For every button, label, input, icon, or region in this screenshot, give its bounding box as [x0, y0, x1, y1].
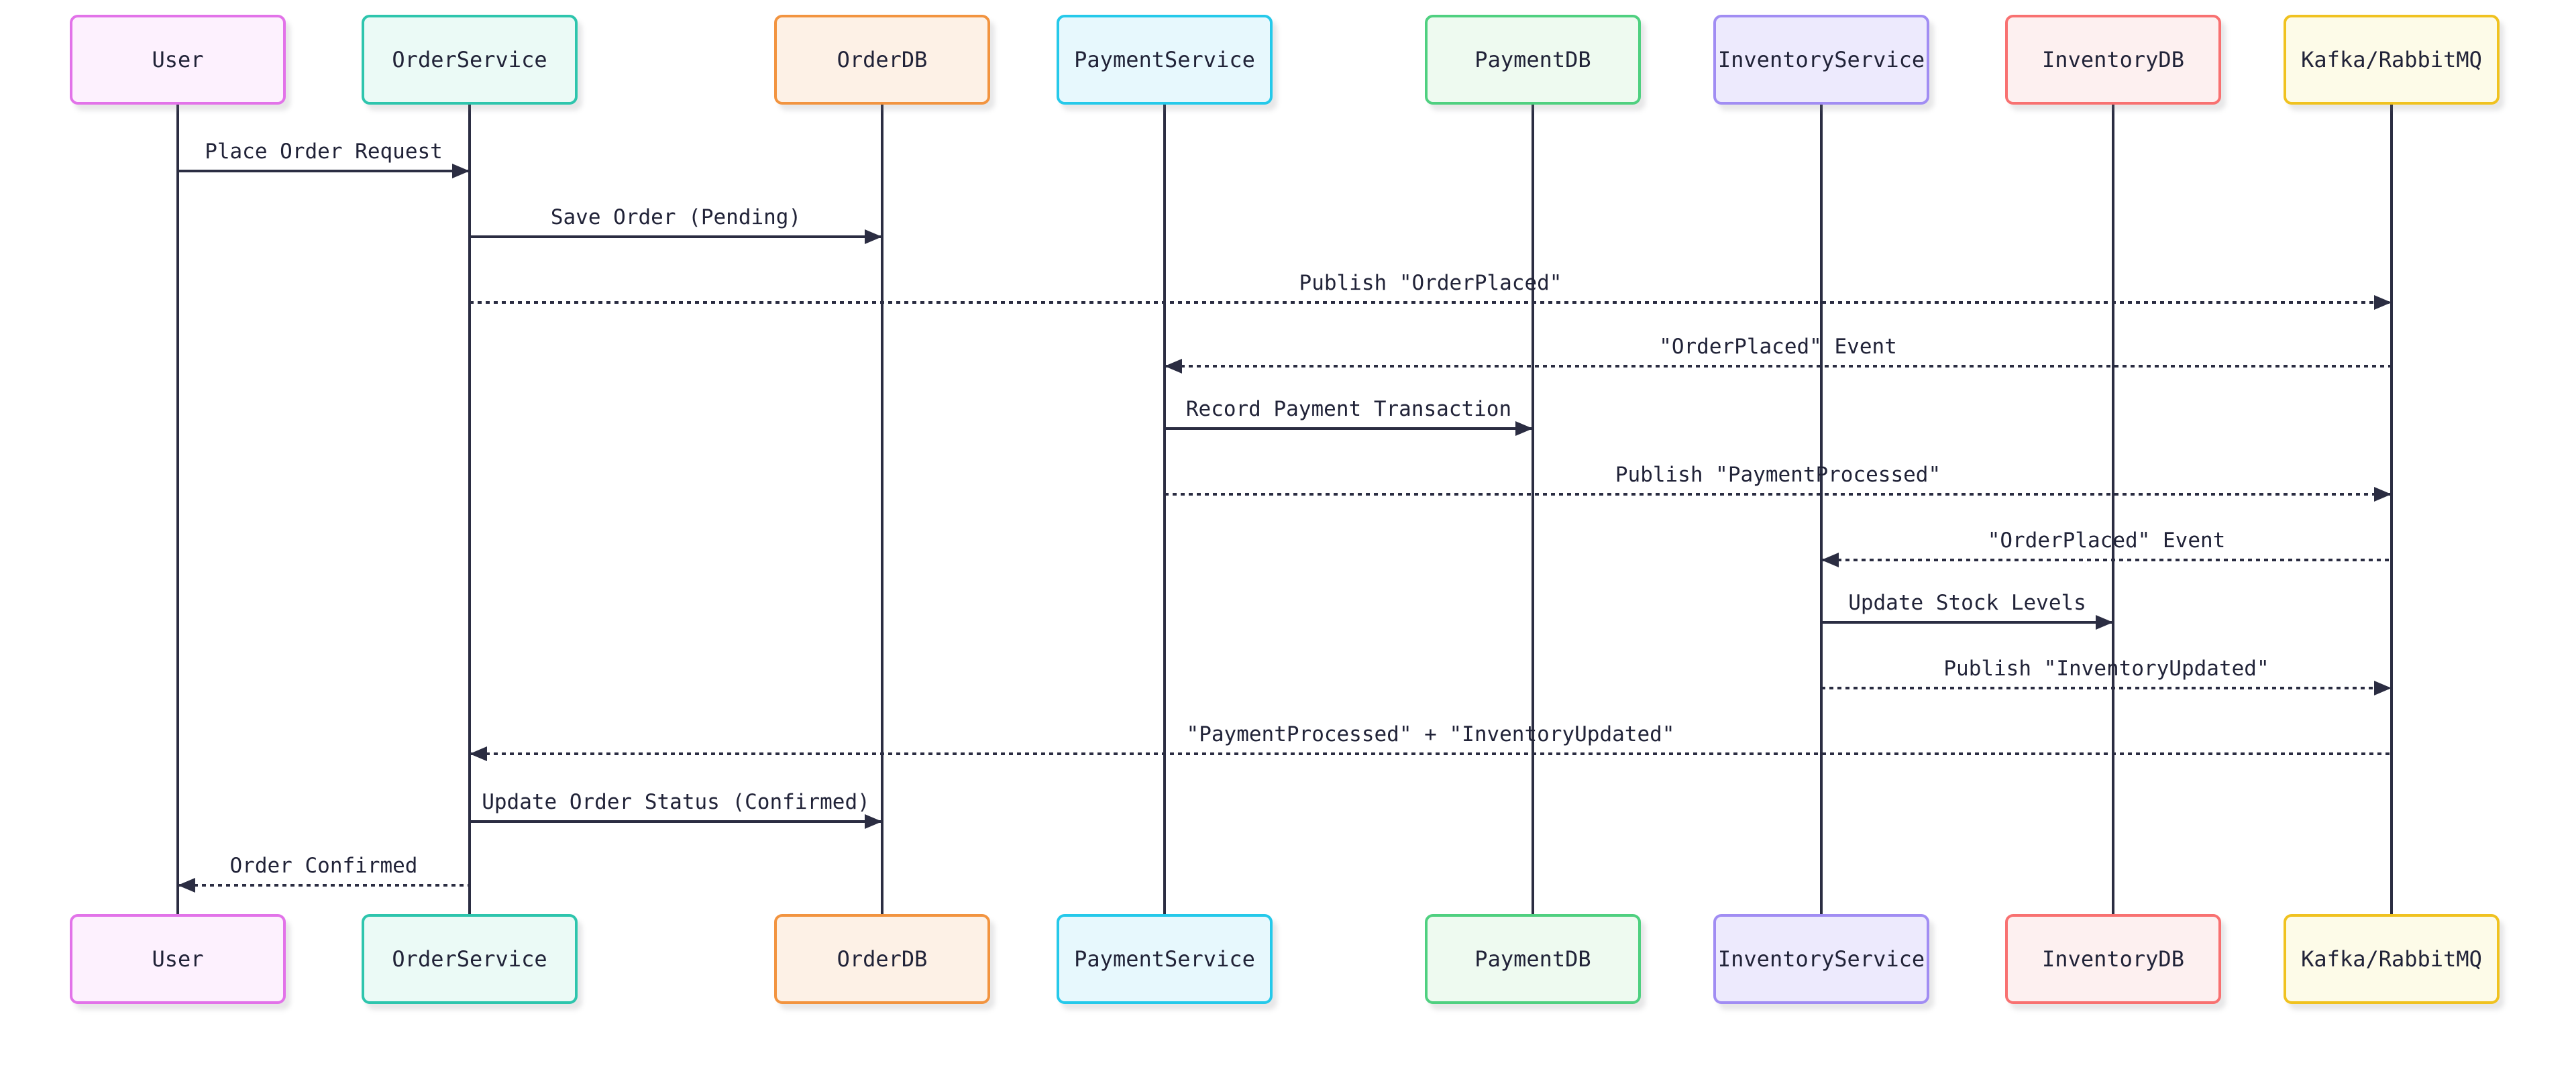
lifeline-user [176, 105, 179, 914]
lifeline-order-service [468, 105, 471, 914]
actor-label-inventory-db-top: InventoryDB [2042, 47, 2184, 72]
message-12-arrowhead-icon [178, 878, 195, 893]
actor-label-kafka-bottom: Kafka/RabbitMQ [2301, 946, 2482, 972]
message-3-line [470, 301, 2392, 304]
message-4-line [1165, 365, 2392, 368]
actor-box-user-top: User [70, 15, 286, 105]
message-7-label: "OrderPlaced" Event [1987, 528, 2226, 553]
actor-label-payment-db-top: PaymentDB [1474, 47, 1591, 72]
actor-box-inventory-service-top: InventoryService [1713, 15, 1929, 105]
message-4-label: "OrderPlaced" Event [1659, 335, 1897, 359]
message-9-line [1821, 687, 2392, 689]
actor-label-order-db-bottom: OrderDB [837, 946, 928, 972]
actor-label-user-bottom: User [152, 946, 204, 972]
actor-label-payment-db-bottom: PaymentDB [1474, 946, 1591, 972]
message-2-arrowhead-icon [865, 229, 882, 244]
actor-label-inventory-service-bottom: InventoryService [1717, 946, 1925, 972]
message-6-line [1165, 493, 2392, 496]
message-10-line [470, 752, 2392, 755]
message-8-arrowhead-icon [2096, 615, 2113, 630]
message-11-label: Update Order Status (Confirmed) [482, 790, 870, 814]
actor-box-inventory-db-top: InventoryDB [2005, 15, 2221, 105]
actor-label-payment-service-bottom: PaymentService [1074, 946, 1255, 972]
message-4-arrowhead-icon [1165, 359, 1182, 374]
actor-label-inventory-service-top: InventoryService [1717, 47, 1925, 72]
actor-box-inventory-service-bottom: InventoryService [1713, 914, 1929, 1004]
actor-box-order-service-bottom: OrderService [362, 914, 578, 1004]
actor-label-order-db-top: OrderDB [837, 47, 928, 72]
actor-box-payment-service-top: PaymentService [1057, 15, 1273, 105]
actor-label-order-service-top: OrderService [392, 47, 547, 72]
actor-box-order-service-top: OrderService [362, 15, 578, 105]
actor-box-kafka-top: Kafka/RabbitMQ [2284, 15, 2500, 105]
actor-box-order-db-top: OrderDB [774, 15, 990, 105]
actor-label-kafka-top: Kafka/RabbitMQ [2301, 47, 2482, 72]
lifeline-kafka [2390, 105, 2393, 914]
message-1-arrowhead-icon [452, 164, 470, 178]
message-6-label: Publish "PaymentProcessed" [1615, 463, 1941, 487]
message-8-line [1821, 621, 2113, 624]
message-7-arrowhead-icon [1821, 553, 1839, 567]
message-2-label: Save Order (Pending) [550, 205, 802, 229]
message-5-arrowhead-icon [1515, 421, 1533, 436]
message-6-arrowhead-icon [2374, 487, 2392, 502]
message-3-arrowhead-icon [2374, 295, 2392, 310]
actor-box-user-bottom: User [70, 914, 286, 1004]
message-3-label: Publish "OrderPlaced" [1299, 271, 1562, 295]
message-11-line [470, 820, 882, 823]
actor-box-inventory-db-bottom: InventoryDB [2005, 914, 2221, 1004]
message-1-label: Place Order Request [205, 139, 443, 164]
actor-box-payment-service-bottom: PaymentService [1057, 914, 1273, 1004]
lifeline-payment-service [1163, 105, 1166, 914]
message-12-label: Order Confirmed [229, 854, 418, 878]
message-12-line [178, 884, 470, 887]
actor-box-kafka-bottom: Kafka/RabbitMQ [2284, 914, 2500, 1004]
lifeline-inventory-service [1820, 105, 1823, 914]
message-10-arrowhead-icon [470, 746, 487, 761]
message-10-label: "PaymentProcessed" + "InventoryUpdated" [1186, 722, 1675, 746]
message-11-arrowhead-icon [865, 814, 882, 829]
lifeline-order-db [881, 105, 883, 914]
message-9-label: Publish "InventoryUpdated" [1943, 657, 2269, 681]
message-1-line [178, 170, 470, 172]
message-2-line [470, 235, 882, 238]
actor-label-inventory-db-bottom: InventoryDB [2042, 946, 2184, 972]
actor-label-user-top: User [152, 47, 204, 72]
lifeline-payment-db [1532, 105, 1534, 914]
actor-label-payment-service-top: PaymentService [1074, 47, 1255, 72]
actor-box-payment-db-top: PaymentDB [1425, 15, 1641, 105]
message-5-line [1165, 427, 1533, 430]
message-5-label: Record Payment Transaction [1185, 397, 1512, 421]
actor-box-order-db-bottom: OrderDB [774, 914, 990, 1004]
actor-box-payment-db-bottom: PaymentDB [1425, 914, 1641, 1004]
actor-label-order-service-bottom: OrderService [392, 946, 547, 972]
lifeline-inventory-db [2112, 105, 2114, 914]
message-7-line [1821, 559, 2392, 561]
message-9-arrowhead-icon [2374, 681, 2392, 695]
message-8-label: Update Stock Levels [1848, 591, 2086, 615]
